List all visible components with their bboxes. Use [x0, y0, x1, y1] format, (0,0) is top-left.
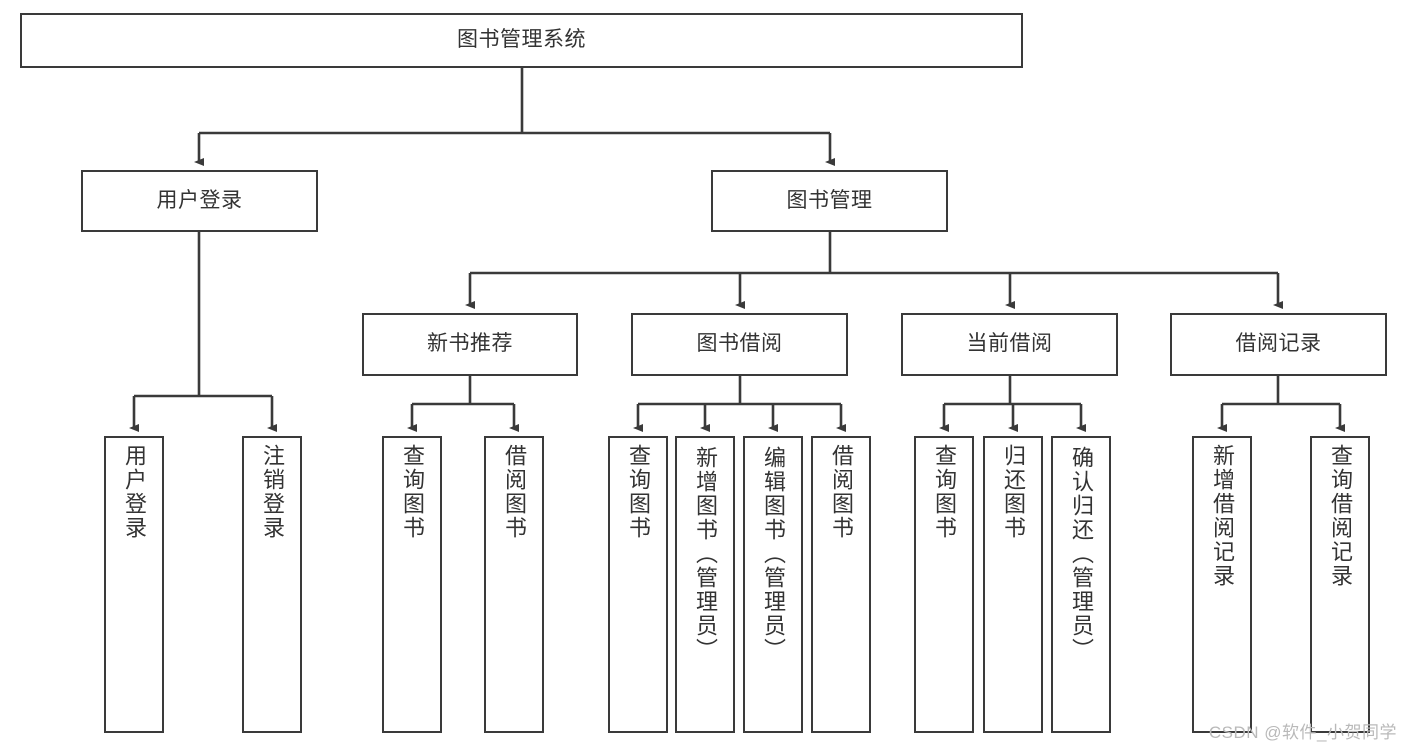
- leaf-borrow-add-book-admin[interactable]: 新增图书（管理员）: [675, 436, 735, 733]
- node-book-borrow[interactable]: 图书借阅: [631, 313, 848, 376]
- node-label: 确认归还（管理员）: [1069, 446, 1094, 662]
- leaf-current-query-book[interactable]: 查询图书: [914, 436, 974, 733]
- leaf-record-add-record[interactable]: 新增借阅记录: [1192, 436, 1252, 733]
- csdn-watermark: CSDN @软件_小贺同学: [1208, 723, 1397, 742]
- node-new-book-recommend[interactable]: 新书推荐: [362, 313, 578, 376]
- leaf-current-confirm-return-admin[interactable]: 确认归还（管理员）: [1051, 436, 1111, 733]
- leaf-user-login-login[interactable]: 用户登录: [104, 436, 164, 733]
- node-book-management[interactable]: 图书管理: [711, 170, 948, 232]
- leaf-record-query-record[interactable]: 查询借阅记录: [1310, 436, 1370, 733]
- node-label: 当前借阅: [966, 332, 1053, 356]
- node-user-login[interactable]: 用户登录: [81, 170, 318, 232]
- node-borrow-record[interactable]: 借阅记录: [1170, 313, 1387, 376]
- leaf-user-login-logout[interactable]: 注销登录: [242, 436, 302, 733]
- node-label: 借阅图书: [829, 444, 854, 540]
- leaf-recommend-query-book[interactable]: 查询图书: [382, 436, 442, 733]
- node-label: 注销登录: [260, 444, 285, 540]
- node-label: 查询图书: [400, 444, 425, 540]
- leaf-borrow-edit-book-admin[interactable]: 编辑图书（管理员）: [743, 436, 803, 733]
- node-label: 查询图书: [932, 444, 957, 540]
- leaf-borrow-borrow-book[interactable]: 借阅图书: [811, 436, 871, 733]
- node-label: 图书管理系统: [457, 28, 586, 52]
- node-label: 归还图书: [1001, 444, 1026, 540]
- node-root-system[interactable]: 图书管理系统: [20, 13, 1023, 68]
- node-label: 新书推荐: [427, 332, 513, 356]
- leaf-borrow-query-book[interactable]: 查询图书: [608, 436, 668, 733]
- node-label: 借阅图书: [502, 444, 527, 540]
- node-label: 查询借阅记录: [1328, 444, 1353, 588]
- leaf-current-return-book[interactable]: 归还图书: [983, 436, 1043, 733]
- leaf-recommend-borrow-book[interactable]: 借阅图书: [484, 436, 544, 733]
- node-current-borrow[interactable]: 当前借阅: [901, 313, 1118, 376]
- node-label: 图书借阅: [696, 332, 783, 356]
- node-label: 查询图书: [626, 444, 651, 540]
- node-label: 编辑图书（管理员）: [761, 446, 786, 662]
- node-label: 新增借阅记录: [1210, 444, 1235, 588]
- node-label: 图书管理: [786, 188, 873, 212]
- node-label: 借阅记录: [1235, 332, 1322, 356]
- node-label: 用户登录: [156, 188, 243, 212]
- node-label: 新增图书（管理员）: [693, 446, 718, 662]
- node-label: 用户登录: [122, 444, 147, 540]
